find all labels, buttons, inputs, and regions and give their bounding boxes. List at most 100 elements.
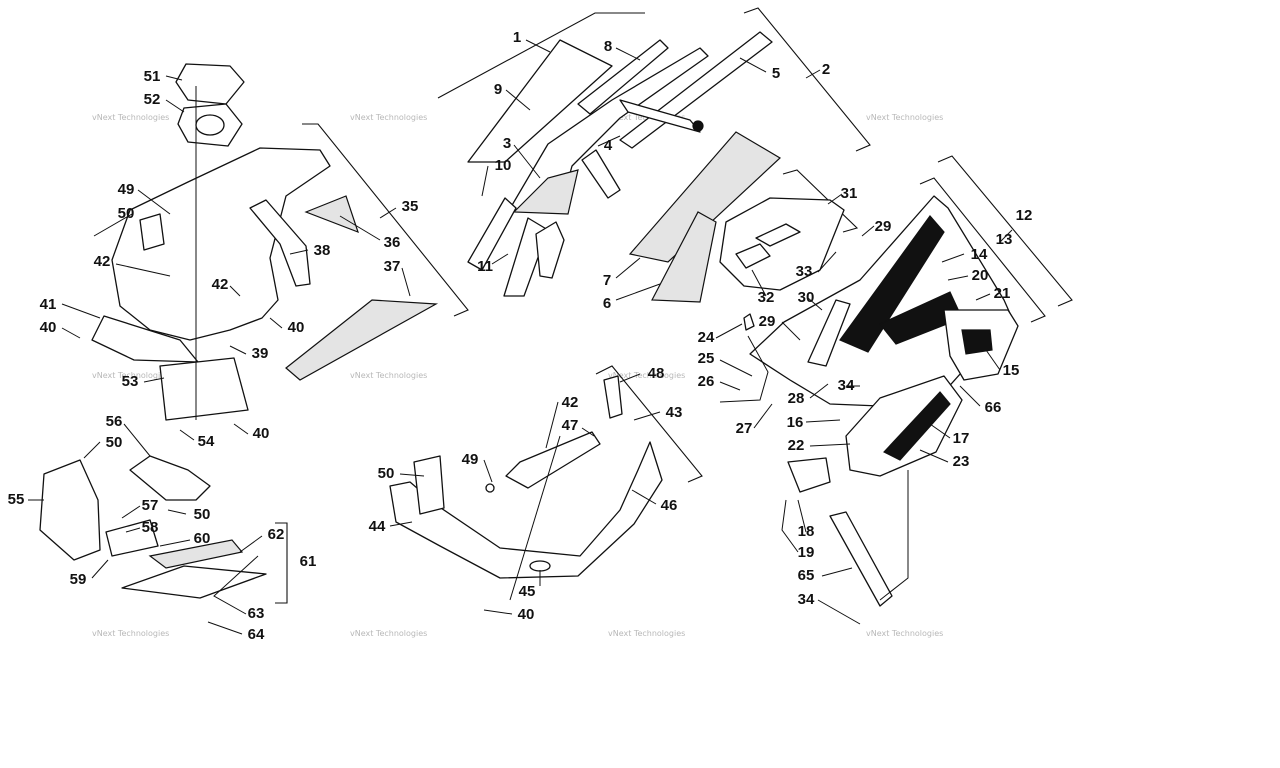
leader-24 xyxy=(715,323,743,339)
callout: 18 xyxy=(798,523,815,540)
callout: 57 xyxy=(142,497,159,514)
leader-59 xyxy=(91,559,109,579)
leader-20 xyxy=(947,275,969,281)
side-cover-group xyxy=(39,455,267,599)
callout: 20 xyxy=(972,267,989,284)
callout: 35 xyxy=(402,198,419,215)
leader-47 xyxy=(581,427,595,437)
belly-pan xyxy=(389,441,663,579)
assembly-brackets xyxy=(275,7,1073,604)
callout: 9 xyxy=(494,81,502,98)
callout: 53 xyxy=(122,373,139,390)
callout: 38 xyxy=(314,242,331,259)
callout: 37 xyxy=(384,258,401,275)
callout: 21 xyxy=(994,285,1011,302)
part-30 xyxy=(807,299,851,367)
callout: 39 xyxy=(252,345,269,362)
leader-22 xyxy=(809,443,851,447)
hood-clip xyxy=(692,120,704,132)
part-58 xyxy=(105,519,159,557)
leader-14 xyxy=(941,253,965,263)
callout: 7 xyxy=(603,272,611,289)
callout: 50 xyxy=(118,205,135,222)
part-55 xyxy=(39,459,101,561)
callout: 32 xyxy=(758,289,775,306)
callout: 29 xyxy=(759,313,776,330)
watermark: vNext Technologies xyxy=(866,113,943,122)
part-38 xyxy=(249,199,311,287)
callout: 26 xyxy=(698,373,715,390)
bracket-13 xyxy=(919,177,1046,323)
hood-brace xyxy=(535,221,565,279)
leader-50a xyxy=(93,213,133,237)
callout: 33 xyxy=(796,263,813,280)
leader-31 xyxy=(827,193,843,205)
leader-56 xyxy=(123,423,151,457)
bracket-35 xyxy=(302,123,469,317)
dash-group xyxy=(91,63,439,421)
leader-34b xyxy=(817,599,861,625)
leader-25 xyxy=(719,359,753,377)
callout: 46 xyxy=(661,497,678,514)
leader-29b xyxy=(781,321,801,341)
leader-26 xyxy=(719,381,741,391)
callout: 50 xyxy=(194,506,211,523)
part-50-bracket xyxy=(413,455,445,515)
callout: 34 xyxy=(838,377,855,394)
side-cover-tray xyxy=(121,565,267,599)
leader-15 xyxy=(985,349,1001,371)
watermark: vNext Technologies xyxy=(350,371,427,380)
leader-19 xyxy=(781,499,799,553)
leader-18 xyxy=(797,499,807,533)
part-48-clip xyxy=(603,375,623,419)
callout: 14 xyxy=(971,246,988,263)
part-32 xyxy=(735,243,771,269)
callout: 50 xyxy=(378,465,395,482)
watermark: vNext Technologies xyxy=(92,371,169,380)
callout: 31 xyxy=(841,185,858,202)
part-37 xyxy=(285,299,439,381)
callout: 40 xyxy=(518,606,535,623)
part-6 xyxy=(651,211,717,303)
bracket-31 xyxy=(782,169,859,233)
hood-group xyxy=(467,31,781,303)
part-60 xyxy=(148,539,244,569)
callout: 48 xyxy=(648,365,665,382)
leader-32 xyxy=(751,269,767,297)
callout: 42 xyxy=(562,394,579,411)
leader-40c xyxy=(233,423,249,435)
callout: 43 xyxy=(666,404,683,421)
callout: 42 xyxy=(94,253,111,270)
callout: 16 xyxy=(787,414,804,431)
callout: 15 xyxy=(1003,362,1020,379)
leader-49a xyxy=(137,189,171,215)
bracket-43 xyxy=(595,365,703,483)
leader-58 xyxy=(125,527,141,533)
leader-4 xyxy=(597,135,621,147)
watermark: vNext Technologies xyxy=(92,113,169,122)
bracket-1 xyxy=(437,12,645,99)
leader-42b xyxy=(229,285,241,297)
leader-50b xyxy=(83,441,101,459)
leader-33 xyxy=(817,251,837,273)
callout: 36 xyxy=(384,234,401,251)
leader-29a xyxy=(861,225,875,237)
leader-63 xyxy=(213,555,259,615)
callout: 44 xyxy=(369,518,386,535)
part-10 xyxy=(467,197,517,271)
part-31-panel xyxy=(719,197,845,291)
leader-17 xyxy=(929,423,951,439)
part-8 xyxy=(577,39,669,115)
leader-30 xyxy=(807,297,823,311)
callout: 4 xyxy=(604,137,613,154)
leader-65 xyxy=(821,567,853,577)
part-36 xyxy=(304,195,359,234)
leader-27 xyxy=(753,403,773,429)
leader-50d xyxy=(399,473,425,477)
callout: 13 xyxy=(996,231,1013,248)
leader-lines xyxy=(28,39,1013,635)
leader-23 xyxy=(919,449,949,463)
leader-36 xyxy=(339,215,381,241)
callout: 45 xyxy=(519,583,536,600)
leader-40d xyxy=(483,609,513,615)
